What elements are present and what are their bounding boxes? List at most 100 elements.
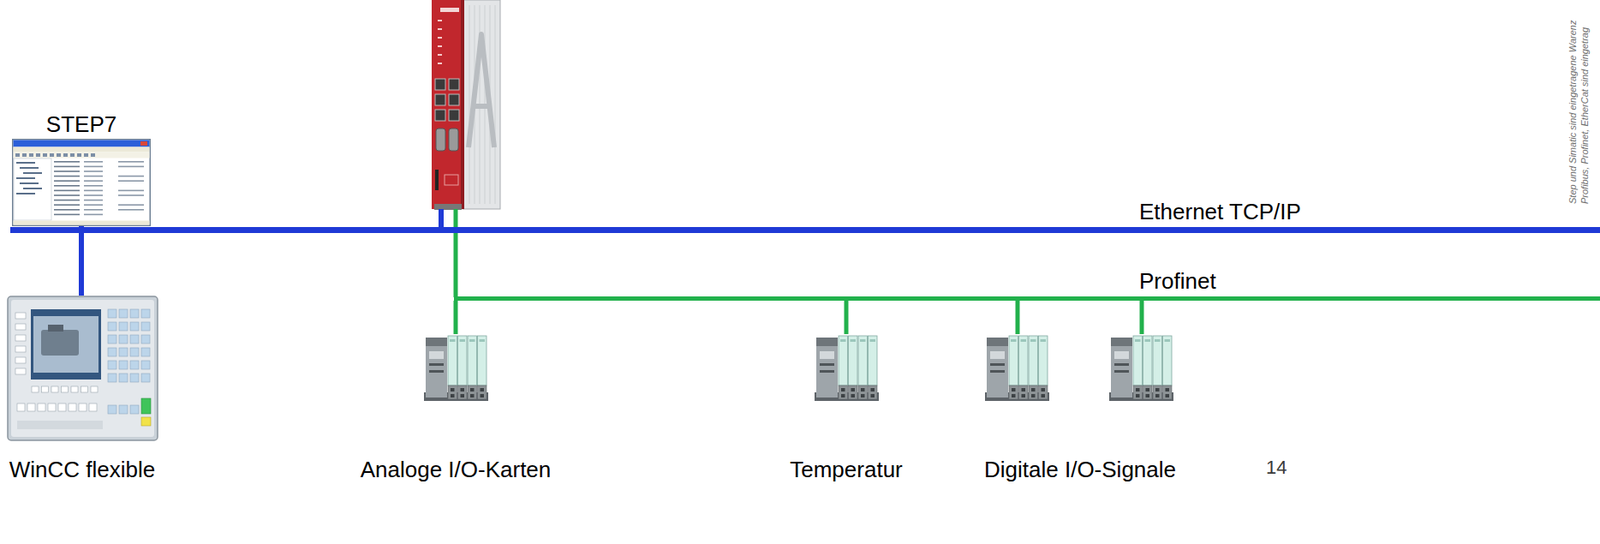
list-cell [83, 185, 103, 187]
slice-led [1010, 339, 1017, 342]
function-key [89, 403, 97, 412]
number-key [141, 347, 150, 357]
slice-led [459, 339, 466, 342]
tool-icon [63, 153, 68, 157]
terminal-hole [1031, 388, 1036, 392]
io-slice [1019, 335, 1029, 386]
interface-head [986, 337, 1009, 347]
slice-led [449, 339, 456, 342]
terminal-hole [1146, 394, 1151, 398]
number-key [130, 373, 139, 383]
slice-led [1020, 339, 1027, 342]
list-cell [83, 175, 103, 178]
list-cell [53, 190, 80, 192]
terminal-hole [459, 394, 465, 398]
ethernet-port [435, 109, 446, 121]
cursor-key [130, 405, 139, 414]
trademark-note: Profibus, Profinet, EtherCat sind einget… [1578, 20, 1591, 204]
number-key [141, 373, 150, 383]
slice-led [469, 339, 476, 342]
io-slice [1163, 335, 1173, 386]
node-label: Analoge I/O-Karten [355, 456, 557, 483]
node-label: STEP7 [11, 111, 151, 138]
terminal-hole [870, 388, 875, 392]
terminal-hole [850, 394, 855, 398]
number-key [130, 309, 139, 318]
machine-picture [47, 324, 64, 332]
soft-key [15, 312, 26, 319]
list-cell [83, 203, 103, 206]
io-station: Temperatur [784, 334, 908, 481]
tree-item [19, 182, 39, 185]
panel-marking [444, 174, 459, 186]
screen-content [33, 316, 99, 373]
number-key [130, 334, 139, 344]
slice-led [1134, 339, 1141, 342]
terminal-hole [470, 388, 475, 392]
terminal-block [838, 385, 848, 400]
interface-head [425, 337, 448, 347]
cursor-key [119, 405, 128, 414]
interface-detail [990, 370, 1005, 373]
list-cell [53, 199, 80, 202]
list-cell [53, 166, 80, 168]
terminal-hole [1011, 388, 1016, 392]
terminal-hole [1165, 388, 1171, 392]
number-key [107, 360, 117, 370]
node-label: Temperatur [784, 456, 908, 483]
list-cell [118, 208, 144, 211]
io-module [985, 334, 1050, 403]
function-key [58, 403, 66, 412]
page-number: 14 [1265, 456, 1287, 479]
bottom-connector [434, 203, 462, 210]
function-key [68, 403, 77, 412]
dsub-port [448, 128, 459, 151]
text-column: WinCC flexible [4, 456, 162, 483]
terminal-hole [841, 388, 846, 392]
list-cell [83, 208, 103, 211]
function-key [47, 403, 56, 412]
slice-led [1154, 339, 1161, 342]
list-cell [118, 190, 144, 192]
number-key [119, 360, 128, 370]
key-strip [17, 420, 103, 430]
number-key [107, 334, 117, 344]
hmi-node: WinCC flexible [4, 295, 162, 483]
terminal-block [447, 385, 458, 400]
terminal-block [1028, 385, 1039, 400]
interface-module [1110, 337, 1133, 398]
soft-key [71, 386, 78, 393]
type-plate [440, 7, 460, 12]
slice-led [478, 339, 485, 342]
tree-item [19, 167, 39, 169]
terminal-block [858, 385, 868, 400]
interface-head [816, 337, 838, 347]
terminal-hole [479, 394, 484, 398]
terminal-block [457, 385, 467, 400]
terminal-hole [1165, 394, 1171, 398]
soft-key [15, 323, 26, 330]
terminal-block [1133, 385, 1143, 400]
slice-led [1164, 339, 1171, 342]
terminal-hole [1021, 388, 1027, 392]
soft-key [80, 386, 88, 393]
status-bar [13, 220, 150, 226]
list-cell [83, 170, 103, 173]
interface-detail [990, 363, 1005, 366]
soft-key [15, 334, 26, 341]
list-cell [118, 194, 144, 197]
text-column: STEP7 [11, 111, 151, 138]
enter-key [141, 398, 151, 414]
soft-key [60, 386, 68, 393]
soft-key [15, 357, 26, 364]
tree-item [23, 172, 42, 174]
number-key [141, 322, 150, 331]
number-key [119, 373, 128, 383]
tool-icon [42, 153, 48, 157]
terminal-hole [1146, 388, 1151, 392]
list-cell [53, 194, 80, 197]
bus-drop-line [1140, 300, 1145, 335]
plc-controller [431, 0, 501, 210]
terminal-hole [479, 388, 484, 392]
